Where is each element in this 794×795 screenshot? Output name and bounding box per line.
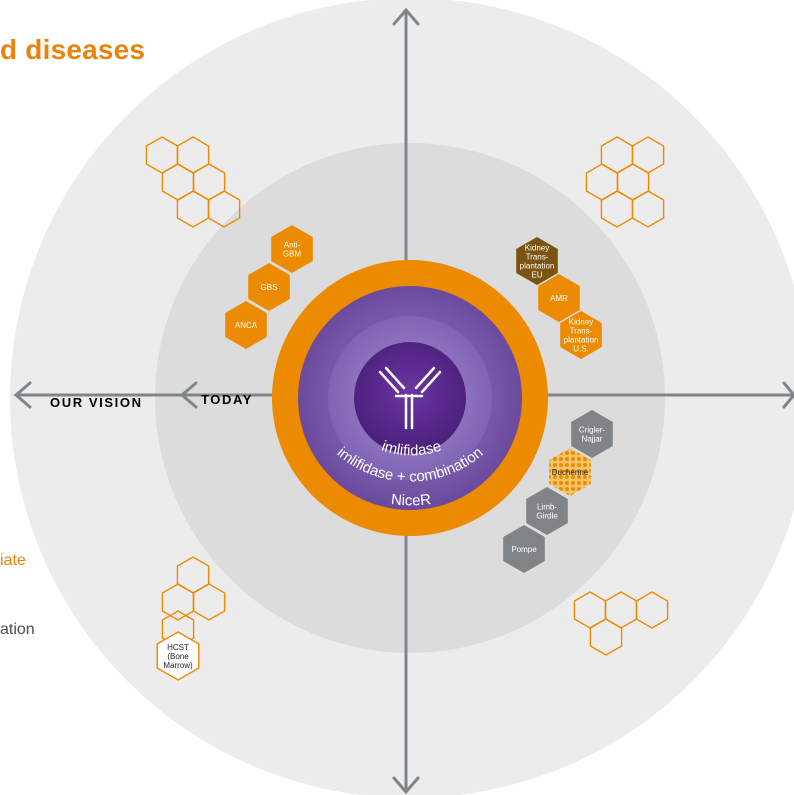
antibody-icon bbox=[378, 366, 442, 430]
honeycomb-cell bbox=[635, 591, 669, 629]
antibody-core bbox=[354, 342, 466, 454]
axis-label-today: TODAY bbox=[201, 392, 253, 407]
honeycomb-cell bbox=[192, 583, 226, 621]
page-title: d diseases bbox=[0, 34, 146, 65]
hex-kidney-eu-shape bbox=[516, 237, 558, 285]
honeycomb-cell bbox=[631, 190, 665, 228]
hex-crigler: Crigler-Najjar bbox=[571, 410, 613, 458]
hex-pompe: Pompe bbox=[503, 525, 545, 573]
hex-crigler-shape bbox=[571, 410, 613, 458]
hex-anca: ANCA bbox=[225, 301, 267, 349]
hex-duchenne-label: Duchenne bbox=[552, 468, 589, 477]
hex-duchenne: Duchenne bbox=[549, 448, 591, 496]
imlifidase-label: imlifidase bbox=[379, 438, 443, 460]
honeycomb-cell bbox=[207, 190, 241, 228]
hex-limb-girdle: Limb-Girdle bbox=[526, 487, 568, 535]
hex-anti-gbm-label: Anti-GBM bbox=[283, 241, 302, 259]
hex-anti-gbm: Anti-GBM bbox=[271, 225, 313, 273]
hex-hcst-shape bbox=[156, 631, 200, 681]
hex-amr-label: AMR bbox=[550, 294, 568, 303]
hex-limb-girdle-shape bbox=[526, 487, 568, 535]
hex-amr: AMR bbox=[538, 274, 580, 322]
hex-pompe-label: Pompe bbox=[511, 545, 537, 554]
hex-anti-gbm-shape bbox=[271, 225, 313, 273]
hex-duchenne-shape bbox=[549, 448, 591, 496]
honeycomb-cell bbox=[589, 618, 623, 656]
hex-limb-girdle-label: Limb-Girdle bbox=[536, 503, 558, 521]
nicer-label: NiceR bbox=[390, 491, 432, 509]
hex-gbs: GBS bbox=[248, 263, 290, 311]
hex-anca-shape bbox=[225, 301, 267, 349]
hex-gbs-label: GBS bbox=[261, 283, 278, 292]
hex-crigler-label: Crigler-Najjar bbox=[579, 426, 606, 444]
side-text-orange: iate bbox=[0, 552, 26, 569]
hex-kidney-us-shape bbox=[560, 311, 602, 359]
hex-pompe-shape bbox=[503, 525, 545, 573]
honeycomb-pattern-icon bbox=[145, 136, 669, 656]
side-text-gray: ation bbox=[0, 621, 35, 638]
hex-amr-shape bbox=[538, 274, 580, 322]
axis-label-vision: OUR VISION bbox=[50, 395, 143, 410]
hex-gbs-shape bbox=[248, 263, 290, 311]
hex-anca-label: ANCA bbox=[235, 321, 258, 330]
